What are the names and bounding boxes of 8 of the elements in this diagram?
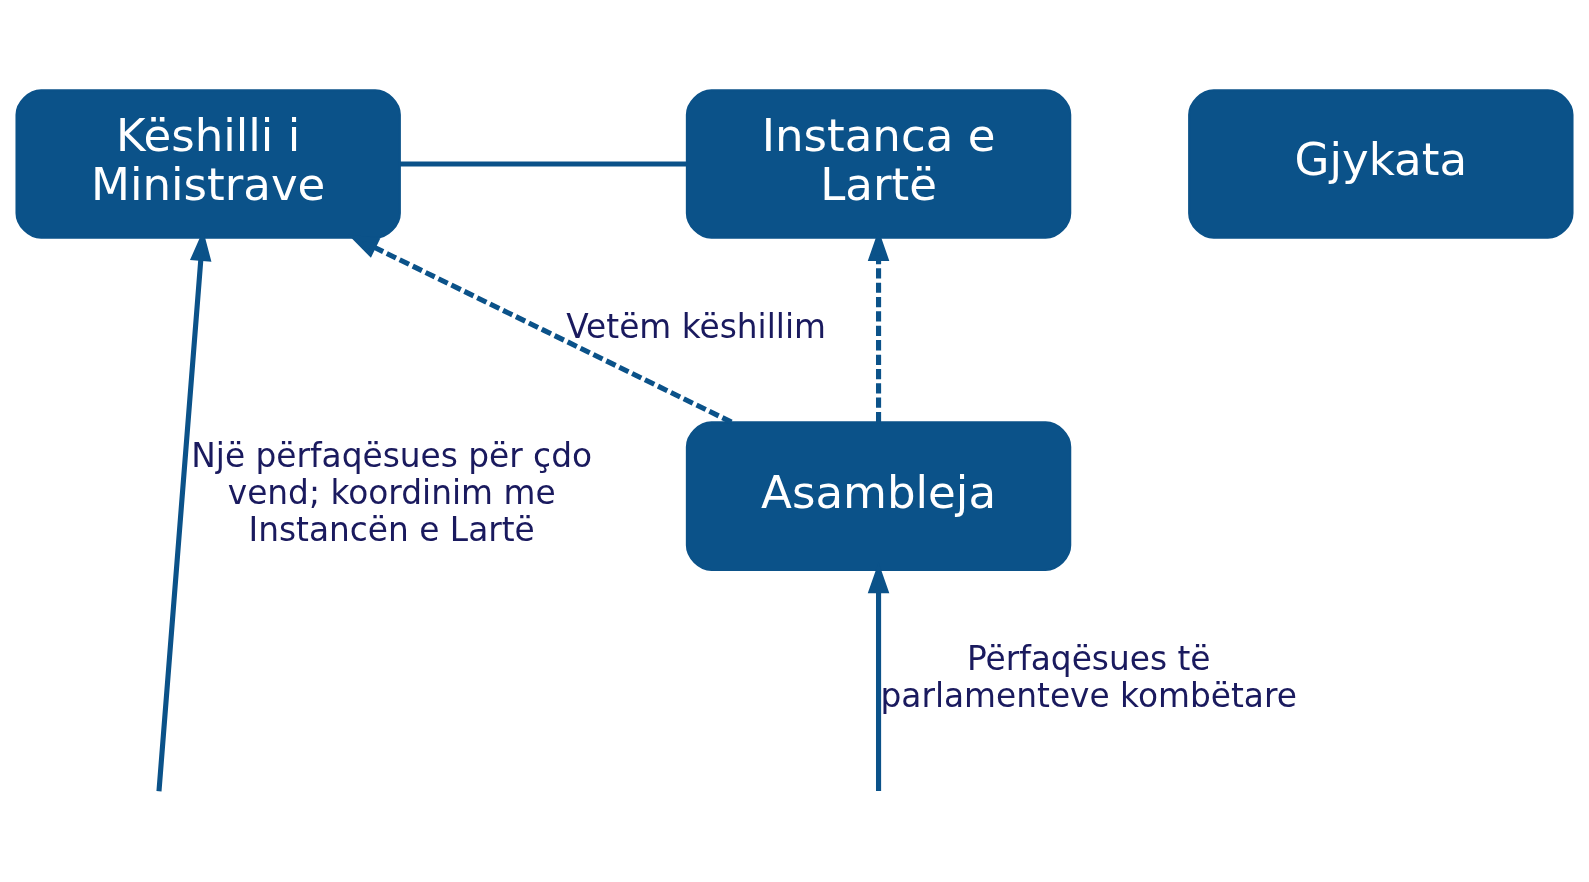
- edge-label: Një përfaqësues për çdo vend; koordinim me Instancën e Lartë: [191, 436, 593, 549]
- node-box: Këshilli i Ministrave: [15, 88, 401, 239]
- edge-label: Përfaqësues të parlamenteve kombëtare: [880, 639, 1297, 715]
- edge-label: Vetëm këshillim: [566, 307, 826, 346]
- node-box: Gjykata: [1188, 88, 1574, 239]
- node-box: Asambleja: [685, 420, 1072, 571]
- connector: [400, 160, 686, 167]
- node-box: Instanca e Lartë: [685, 88, 1072, 239]
